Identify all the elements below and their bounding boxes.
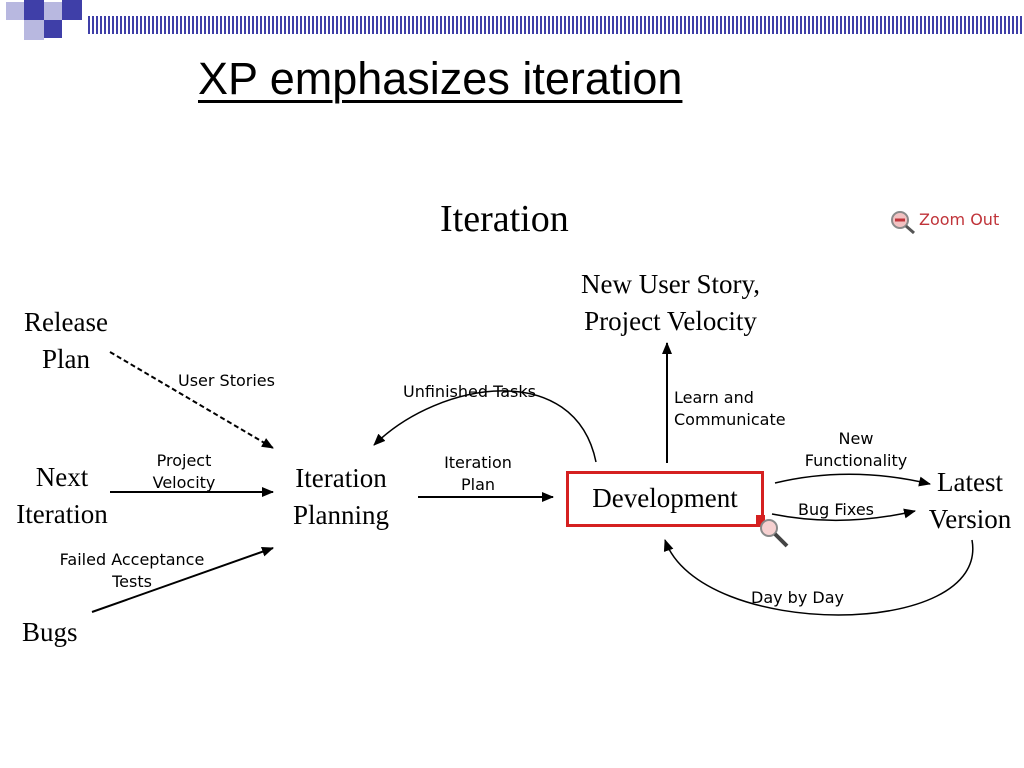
node-line: Iteration xyxy=(295,463,387,493)
edge-label-line: Failed Acceptance xyxy=(59,550,205,569)
edge-label-day-by-day: Day by Day xyxy=(751,588,844,607)
node-next-iteration: Next Iteration xyxy=(0,459,124,533)
arrow-new-functionality xyxy=(774,473,931,487)
node-release-plan: Release Plan xyxy=(6,304,126,378)
node-line: Project Velocity xyxy=(584,306,757,336)
edge-label-project-velocity: Project Velocity xyxy=(134,450,234,494)
header-square xyxy=(24,0,44,20)
edge-label-line: Velocity xyxy=(152,473,216,492)
arrow-bug-fixes xyxy=(771,508,916,522)
edge-label-line: Communicate xyxy=(674,410,786,429)
header-square xyxy=(6,2,24,20)
node-iteration-planning: Iteration Planning xyxy=(277,460,405,534)
edge-label-bug-fixes: Bug Fixes xyxy=(798,500,874,519)
node-line: Version xyxy=(928,504,1012,534)
node-line: Planning xyxy=(292,500,389,530)
header-square xyxy=(44,2,62,20)
header-square xyxy=(24,20,44,40)
header-stripe xyxy=(88,16,1024,34)
slide-title: XP emphasizes iteration xyxy=(198,53,683,104)
header-decoration xyxy=(0,0,1024,40)
edge-label-line: Learn and xyxy=(674,388,754,407)
edge-label-learn-and-communicate: Learn and Communicate xyxy=(674,387,786,431)
edge-label-unfinished-tasks: Unfinished Tasks xyxy=(403,382,536,401)
arrow-day-by-day xyxy=(663,539,974,616)
arrow-release-plan-to-planning xyxy=(109,351,274,449)
arrow-bugs-to-planning xyxy=(91,546,274,613)
node-line: Next xyxy=(35,462,89,492)
node-line: Release xyxy=(24,307,108,337)
edge-label-user-stories: User Stories xyxy=(178,371,275,390)
magnifier-icon xyxy=(756,515,789,548)
edge-label-iteration-plan: Iteration Plan xyxy=(428,452,528,496)
edge-label-new-functionality: New Functionality xyxy=(796,428,916,472)
zoom-out-label: Zoom Out xyxy=(919,210,1000,229)
node-line: Iteration xyxy=(16,499,108,529)
edge-label-line: Iteration xyxy=(444,453,512,472)
node-line: New User Story, xyxy=(581,269,760,299)
zoom-out-icon xyxy=(891,211,915,234)
edge-label-line: Project xyxy=(156,451,212,470)
edge-label-line: Plan xyxy=(460,475,496,494)
node-bugs: Bugs xyxy=(22,617,78,647)
development-highlight-box xyxy=(566,471,764,527)
header-square xyxy=(44,20,62,38)
node-line: Latest xyxy=(937,467,1003,497)
node-development: Development xyxy=(592,483,738,513)
edge-label-line: New xyxy=(838,429,874,448)
header-square xyxy=(62,0,82,20)
node-latest-version: Latest Version xyxy=(916,464,1024,538)
edge-label-line: Functionality xyxy=(804,451,908,470)
arrow-unfinished-tasks xyxy=(373,390,597,463)
node-line: Plan xyxy=(41,344,90,374)
node-new-user-story: New User Story, Project Velocity xyxy=(548,266,793,340)
edge-label-failed-acceptance-tests: Failed Acceptance Tests xyxy=(42,549,222,593)
diagram-title: Iteration xyxy=(440,198,569,240)
edge-label-line: Tests xyxy=(112,572,152,591)
